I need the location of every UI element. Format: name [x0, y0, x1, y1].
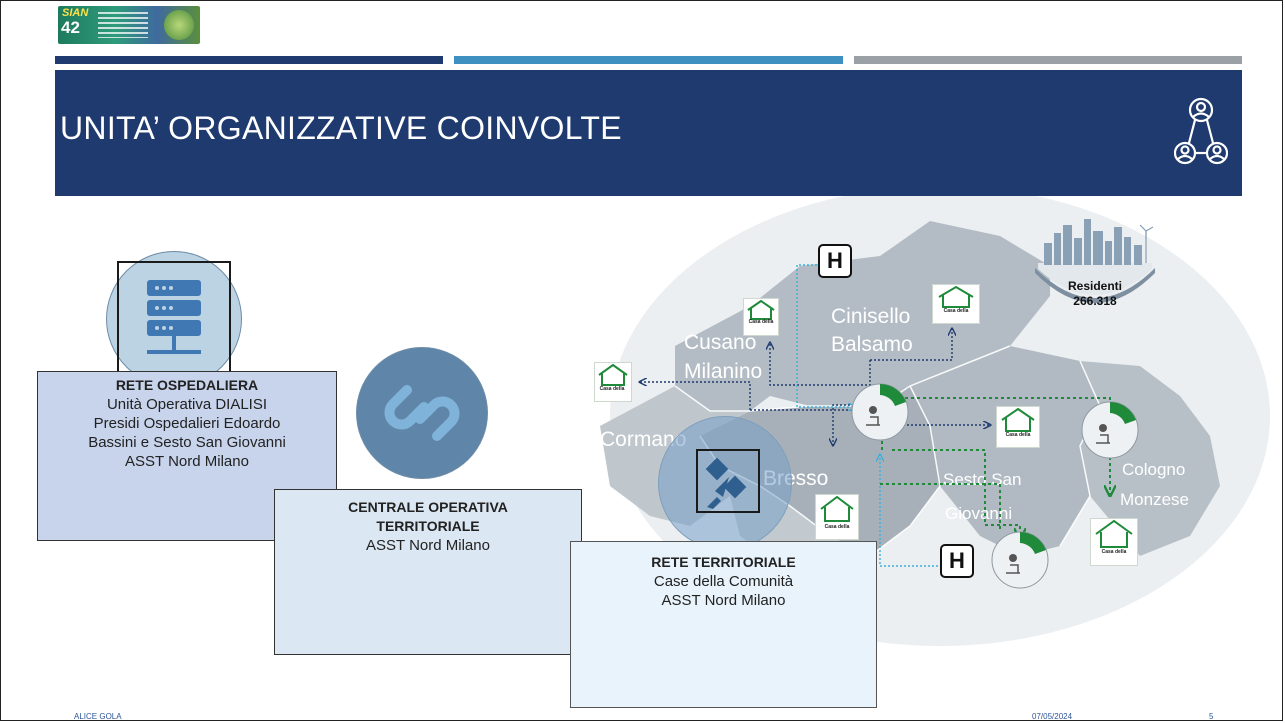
logo-number: 42 — [61, 18, 80, 37]
map-label-balsamo: Balsamo — [831, 333, 913, 356]
tree-emblem — [164, 10, 194, 40]
footer-date: 07/05/2024 — [1032, 712, 1073, 721]
chain-link-icon — [384, 385, 460, 441]
satellite-icon-circle — [658, 416, 792, 550]
server-icon — [147, 280, 201, 354]
casa-comunita-icon: Casa della — [932, 284, 980, 324]
hospital-icon-top: H — [818, 244, 852, 278]
server-icon-circle — [106, 251, 242, 387]
footer-page-number: 5 — [1209, 712, 1214, 721]
map-label-giovanni: Giovanni — [945, 504, 1013, 523]
map-label-monzese: Monzese — [1120, 490, 1189, 509]
map-label-cusano: Cusano — [684, 331, 757, 354]
logo-brand: SIAN — [62, 7, 89, 19]
map-label-cologno: Cologno — [1122, 460, 1186, 479]
box-title: RETE OSPEDALIERA — [115, 377, 259, 393]
accent-bar-grey — [854, 56, 1242, 64]
casa-comunita-icon: Casa della — [1090, 518, 1138, 566]
map-label-cormano: Cormano — [600, 428, 687, 451]
title-header: UNITA’ ORGANIZZATIVE COINVOLTE — [55, 70, 1242, 196]
map-label-sesto: Sesto San — [943, 470, 1022, 489]
map-label-cinisello: Cinisello — [831, 305, 911, 328]
casa-comunita-icon: Casa della — [815, 494, 859, 540]
casa-comunita-icon: Casa della — [996, 406, 1040, 448]
conference-logo: SIAN 42 — [58, 6, 200, 44]
box-title: CENTRALE OPERATIVA — [348, 499, 508, 515]
map-label-milanino: Milanino — [684, 360, 763, 383]
box-title: RETE TERRITORIALE — [651, 554, 796, 570]
residents-badge: Residenti 266.318 — [1030, 213, 1160, 323]
satellite-icon — [705, 457, 747, 509]
slide-title: UNITA’ ORGANIZZATIVE COINVOLTE — [60, 110, 622, 146]
centrale-operativa-box: CENTRALE OPERATIVA TERRITORIALE ASST Nor… — [274, 489, 582, 655]
rete-territoriale-box: RETE TERRITORIALE Case della Comunità AS… — [570, 541, 877, 708]
link-icon-circle — [356, 347, 488, 479]
casa-comunita-icon: Casa della — [743, 298, 779, 336]
residents-label: Residenti — [1067, 279, 1122, 293]
residents-value: 266.318 — [1073, 294, 1117, 308]
people-network-icon — [1174, 97, 1228, 165]
hospital-icon-bottom: H — [940, 544, 974, 578]
accent-bar-navy — [55, 56, 443, 64]
footer-author: ALICE GOLA — [74, 712, 122, 721]
accent-bar-blue — [454, 56, 843, 64]
city-skyline-icon — [1035, 219, 1155, 303]
casa-comunita-icon: Casa della — [594, 362, 632, 402]
